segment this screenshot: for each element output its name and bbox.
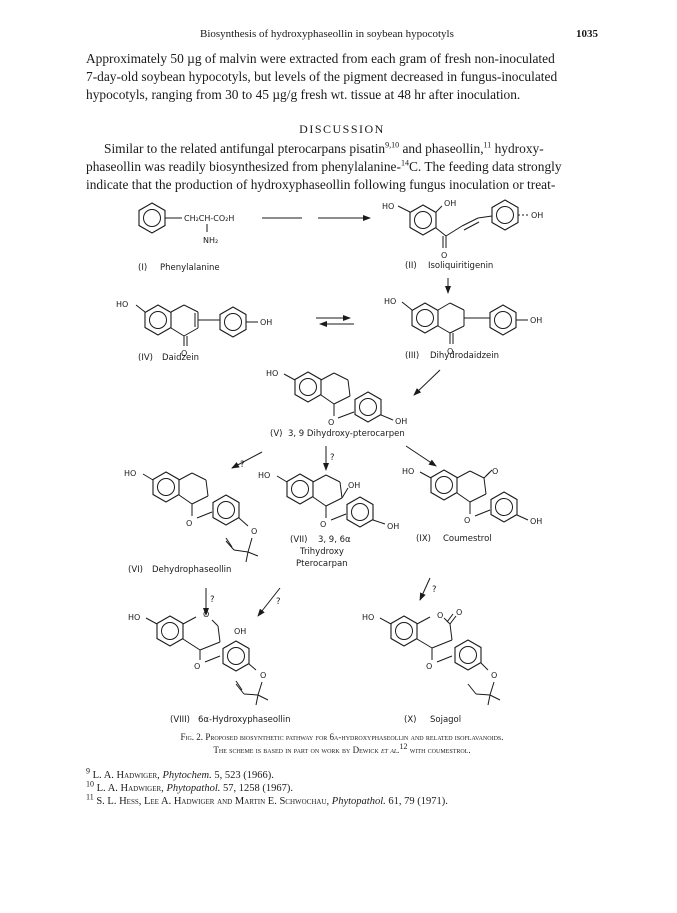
compound-name: 6α-Hydroxyphaseollin [198,715,291,725]
svg-text:HO: HO [124,469,136,478]
arrow [405,445,437,467]
compound-number: (III) [405,351,419,361]
compound-number: (IX) [416,534,431,544]
text-line: indicate that the production of hydroxyp… [86,177,556,192]
compound-ix-coumestrol: HO O O OH [402,467,542,526]
svg-text:HO: HO [266,369,278,378]
footnote: 9 L. A. Hadwiger, Phytochem. 5, 523 (196… [86,766,274,781]
compound-number: (VII) [290,535,307,545]
svg-text:HO: HO [258,471,270,480]
compound-name: 3, 9 Dihydroxy-pterocarpen [288,429,405,439]
compound-name: 3, 9, 6α [318,535,351,545]
arrow [413,369,441,396]
compound-name: Daidzein [162,353,199,363]
compound-ii-isoliquiritigenin: HO OH O OH [382,199,543,260]
svg-text:O: O [181,349,187,358]
svg-text:O: O [320,520,326,529]
svg-text:OH: OH [530,517,542,526]
svg-text:NH₂: NH₂ [203,236,218,245]
paragraph-malvin: Approximately 50 µg of malvin were extra… [86,50,598,104]
arrow [419,577,431,601]
compound-number: (I) [138,263,147,273]
svg-text:O: O [492,467,498,476]
compound-name: Dihydrodaidzein [430,351,499,361]
caption-line: Fig. 2. Proposed biosynthetic pathway fo… [180,732,504,742]
compound-number: (VIII) [170,715,190,725]
svg-text:OH: OH [395,417,407,426]
svg-text:O: O [186,519,192,528]
text-line: 7-day-old soybean hypocotyls, but levels… [86,69,558,84]
text-line: Similar to the related antifungal pteroc… [104,140,544,156]
svg-text:OH: OH [530,316,542,325]
footnote: 11 S. L. Hess, Lee A. Hadwiger and Marti… [86,792,448,807]
compound-number: (V) [270,429,282,439]
compound-vi-dehydrophaseollin: HO O O [124,469,259,563]
compound-v-dihydroxy-pterocarpen: HO O OH [266,369,407,427]
svg-text:O: O [328,418,334,427]
svg-text:O: O [260,671,266,680]
svg-text:O: O [251,527,257,536]
compound-number: (VI) [128,565,143,575]
compound-name: Phenylalanine [160,263,220,273]
text-line: Approximately 50 µg of malvin were extra… [86,51,555,66]
compound-iv-daidzein: HO O OH [116,300,272,358]
paragraph-discussion: Similar to the related antifungal pteroc… [86,140,598,194]
compound-name: Trihydroxy [299,547,344,557]
svg-text:OH: OH [387,522,399,531]
svg-text:HO: HO [382,202,394,211]
svg-text:O: O [447,347,453,356]
running-title: Biosynthesis of hydroxyphaseollin in soy… [200,28,454,40]
svg-text:HO: HO [362,613,374,622]
compound-number: (IV) [138,353,153,363]
compound-name: Isoliquiritigenin [428,261,493,271]
compound-i-phenylalanine: CH₂CH-CO₂H NH₂ [138,202,234,245]
compound-vii-trihydroxy-pterocarpan: HO OH O OH [258,471,399,531]
compound-viii-hydroxyphaseollin: HO O OH O O [128,610,269,706]
svg-text:OH: OH [348,481,360,490]
uncertain-mark: ? [276,597,281,607]
caption-line: The scheme is based in part on work by D… [213,742,471,756]
svg-text:HO: HO [384,297,396,306]
compound-number: (II) [405,261,417,271]
svg-text:O: O [456,608,462,617]
compound-name: Coumestrol [443,534,492,544]
svg-text:O: O [203,610,209,619]
page-number: 1035 [576,28,598,40]
compound-name: Sojagol [430,715,461,725]
svg-text:O: O [464,516,470,525]
svg-text:HO: HO [128,613,140,622]
svg-text:O: O [437,611,443,620]
svg-text:CH₂CH-CO₂H: CH₂CH-CO₂H [184,214,234,223]
svg-text:O: O [194,662,200,671]
text-line: hypocotyls, ranging from 30 to 45 µg/g f… [86,87,521,102]
compound-name: Dehydrophaseollin [152,565,231,575]
footnote: 10 L. A. Hadwiger, Phytopathol. 57, 1258… [86,779,294,794]
section-heading: DISCUSSION [299,122,385,136]
uncertain-mark: ? [330,453,335,463]
arrow [231,451,263,469]
text-line: phaseollin was readily biosynthesized fr… [86,158,562,174]
uncertain-mark: ? [210,595,215,605]
compound-iii-dihydrodaidzein: HO O OH [384,297,542,356]
svg-text:HO: HO [116,300,128,309]
svg-text:OH: OH [444,199,456,208]
svg-text:O: O [491,671,497,680]
figure-caption: Fig. 2. Proposed biosynthetic pathway fo… [86,731,598,757]
arrow [257,587,281,617]
uncertain-mark: ? [432,585,437,595]
svg-text:OH: OH [531,211,543,220]
svg-text:OH: OH [260,318,272,327]
svg-text:O: O [441,251,447,260]
compound-name: Pterocarpan [296,559,348,569]
uncertain-mark: ? [240,460,245,470]
compound-number: (X) [404,715,416,725]
svg-text:HO: HO [402,467,414,476]
svg-text:OH: OH [234,627,246,636]
compound-x-sojagol: HO O O O O [362,608,501,706]
running-header: Biosynthesis of hydroxyphaseollin in soy… [86,28,598,44]
svg-text:O: O [426,662,432,671]
